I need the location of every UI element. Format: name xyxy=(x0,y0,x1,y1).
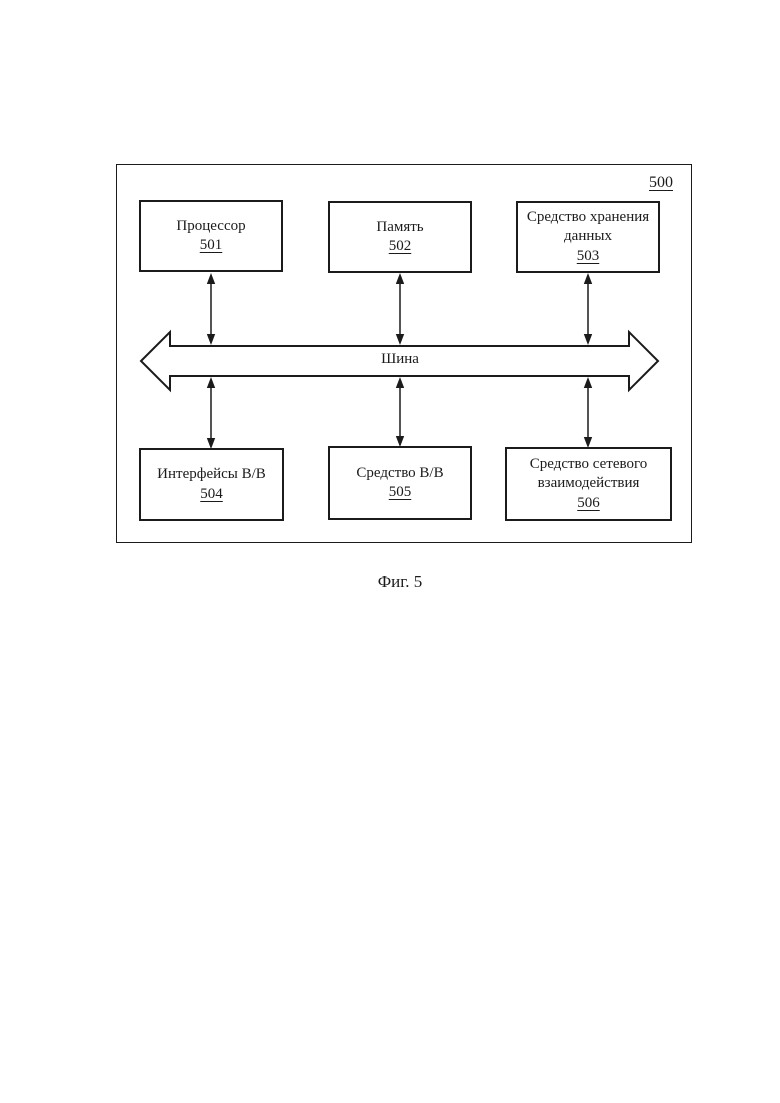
box-network-device: Средство сетевого взаимодействия 506 xyxy=(505,447,672,521)
box-memory-number: 502 xyxy=(388,238,412,254)
box-data-storage-title: Средство хранения данных xyxy=(526,208,650,245)
box-memory: Память 502 xyxy=(328,201,472,273)
box-io-interfaces-title: Интерфейсы В/В xyxy=(157,466,266,482)
box-io-device-title: Средство В/В xyxy=(356,464,444,481)
box-processor-number: 501 xyxy=(199,237,223,253)
box-io-interfaces: Интерфейсы В/В 504 xyxy=(139,448,284,521)
frame-number-label: 500 xyxy=(649,174,673,191)
box-memory-title: Память xyxy=(376,218,424,235)
box-network-device-title: Средство сетевого взаимодействия xyxy=(529,455,648,492)
figure-caption: Фиг. 5 xyxy=(377,572,423,591)
box-network-device-number: 506 xyxy=(577,494,600,511)
bus-label: Шина xyxy=(381,351,419,367)
box-processor: Процессор 501 xyxy=(139,200,283,272)
box-io-device: Средство В/В 505 xyxy=(328,446,472,520)
box-data-storage: Средство хранения данных 503 xyxy=(516,201,660,273)
box-io-interfaces-number: 504 xyxy=(200,485,223,502)
box-processor-title: Процессор xyxy=(176,217,246,234)
box-data-storage-number: 503 xyxy=(576,247,600,264)
box-io-device-number: 505 xyxy=(388,484,412,500)
